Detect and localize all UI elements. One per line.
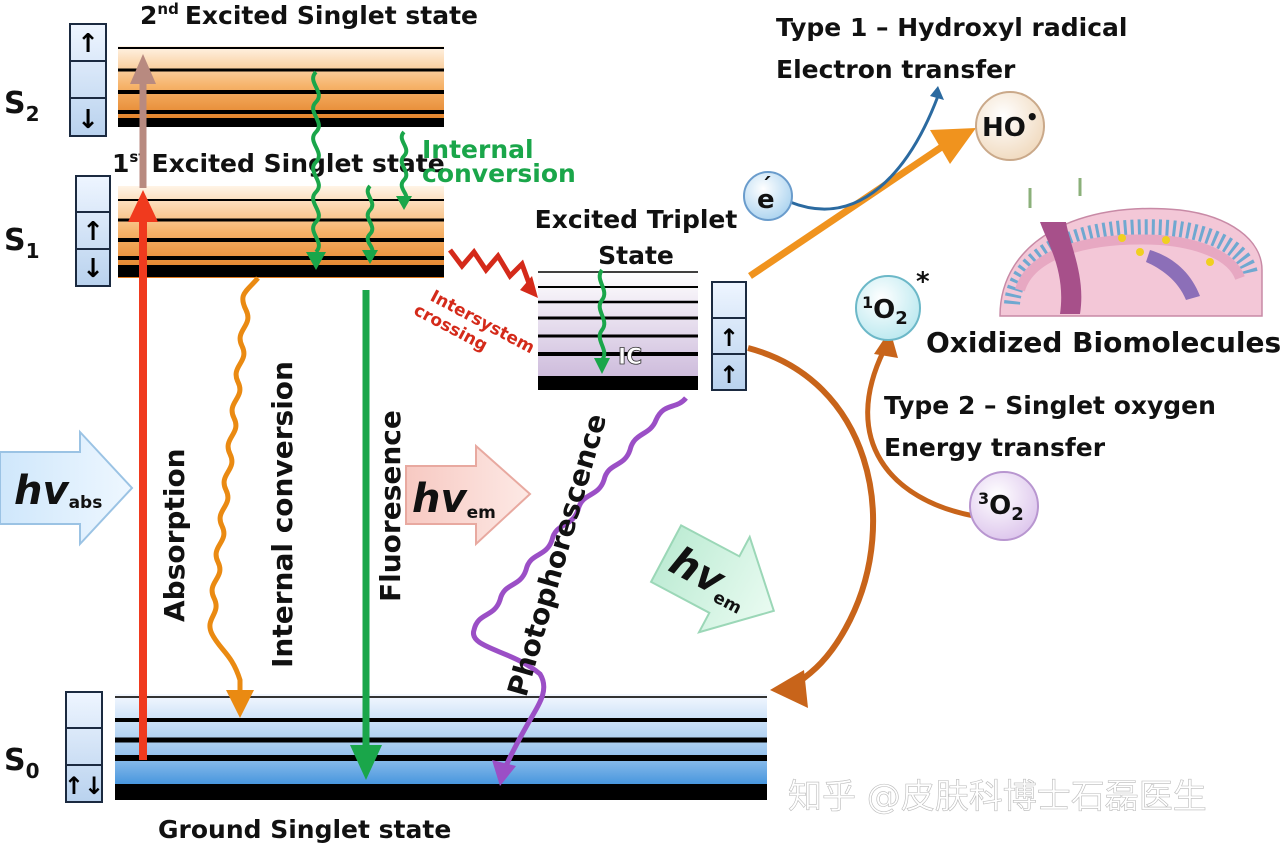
- fluorescence-label: Fluoresence: [374, 410, 407, 602]
- state-label-s0: S0: [4, 743, 40, 783]
- singlet-oxygen-o: O: [873, 295, 895, 325]
- hv-abs-sub: abs: [69, 493, 103, 513]
- type2-subtitle: Energy transfer: [884, 433, 1106, 462]
- orbital-box-s2: ↑ ↓: [69, 23, 107, 137]
- electron-mark: ´: [761, 175, 772, 200]
- svg-text:e´: e´: [757, 175, 775, 215]
- fluorescence-arrow: [350, 290, 382, 780]
- triplet-oxygen-pre: 3: [978, 489, 989, 508]
- photon-arrow-phosphorescence: hvem: [649, 523, 776, 634]
- type2-curved-arrow-down: [747, 345, 877, 687]
- electron-transfer-arrowhead: [930, 86, 944, 100]
- watermark: 知乎 @皮肤科博士石磊医生: [788, 777, 1207, 817]
- absorption-label: Absorption: [158, 448, 191, 622]
- type1-title: Type 1 – Hydroxyl radical: [776, 13, 1127, 42]
- type2-title: Type 2 – Singlet oxygen: [884, 391, 1216, 420]
- type2-curved-arrow-up: [865, 348, 975, 519]
- hydroxyl-text: HO: [982, 113, 1026, 143]
- photon-arrow-abs: hvabs: [0, 429, 134, 547]
- oxidized-biomolecules: Oxidized Biomolecules: [926, 326, 1280, 359]
- spin-up-s2: ↑: [77, 29, 99, 59]
- electron-text: e: [757, 185, 775, 215]
- hydroxyl-radical-circle: HO•: [975, 91, 1045, 161]
- spin-down-s2: ↓: [77, 105, 99, 135]
- svg-text:1O2: 1O2: [862, 293, 908, 329]
- triplet-band: [538, 270, 698, 390]
- s2-band: [118, 46, 444, 127]
- spin-up-s1: ↑: [82, 217, 104, 247]
- state-label-s1: S1: [4, 223, 40, 263]
- svg-text:HO•: HO•: [982, 105, 1039, 143]
- green-ic-arrowheads: [306, 196, 610, 374]
- spin-pair-s0: ↑↓: [64, 772, 104, 800]
- photon-arrow-fluorescence: hvem: [405, 443, 532, 547]
- electron-circle: e´: [743, 171, 793, 221]
- s1-band: [118, 186, 444, 278]
- triplet-oxygen-circle: 3O2: [969, 471, 1039, 541]
- singlet-oxygen-star: *: [916, 267, 930, 297]
- internal-conversion-label: Internal conversion: [266, 361, 299, 668]
- orbital-box-s1: ↑ ↓: [75, 175, 111, 287]
- type1-orange-arrowhead: [930, 128, 976, 164]
- state-label-s2: S2: [4, 86, 40, 126]
- intersystem-crossing-label: Intersystemcrossing: [410, 283, 538, 376]
- intersystem-crossing-arrowhead: [520, 276, 538, 298]
- hv-em-label-1: hv: [412, 476, 468, 522]
- electron-transfer-arrow: [789, 95, 940, 211]
- phosphorescence-label: Photophorescence: [501, 410, 613, 700]
- internal-conversion-arrowhead: [226, 690, 254, 718]
- internal-conversion-wave: [207, 276, 260, 700]
- orbital-box-triplet: ↑ ↑: [711, 281, 747, 391]
- s0-band: [115, 694, 767, 800]
- intersystem-crossing-arrow: [448, 247, 533, 287]
- phosphorescence-arrowhead: [492, 760, 516, 786]
- type1-orange-arrow: [748, 137, 954, 279]
- green-ic-arrows: [311, 70, 607, 362]
- spin-up-triplet-2: ↑: [719, 361, 739, 389]
- type2-arrowhead-ground: [770, 670, 808, 708]
- singlet-oxygen-circle: 1O2 *: [855, 267, 930, 341]
- spin-up-triplet-1: ↑: [719, 324, 739, 352]
- svg-text:hvem: hvem: [412, 476, 496, 523]
- phosphorescence-wave: [471, 396, 688, 768]
- orbital-box-s0: ↑↓: [64, 691, 104, 803]
- type1-subtitle: Electron transfer: [776, 55, 1016, 84]
- hv-abs-label: hv: [14, 468, 70, 514]
- svg-text:hvabs: hvabs: [14, 468, 102, 514]
- ic-label: IC: [618, 345, 642, 370]
- triplet-oxygen-sub: 2: [1011, 504, 1024, 525]
- svg-text:3O2: 3O2: [978, 489, 1024, 525]
- absorption-arrow: [128, 54, 158, 760]
- singlet-oxygen-sub: 2: [895, 308, 908, 329]
- singlet-oxygen-pre: 1: [862, 293, 873, 312]
- cell-membrane-illustration: [999, 178, 1263, 317]
- hv-em-sub-1: em: [467, 503, 496, 523]
- triplet-oxygen-o: O: [989, 491, 1011, 521]
- hydroxyl-dot: •: [1026, 105, 1039, 129]
- title-ground-singlet: Ground Singlet state: [158, 815, 451, 844]
- spin-down-s1: ↓: [82, 254, 104, 284]
